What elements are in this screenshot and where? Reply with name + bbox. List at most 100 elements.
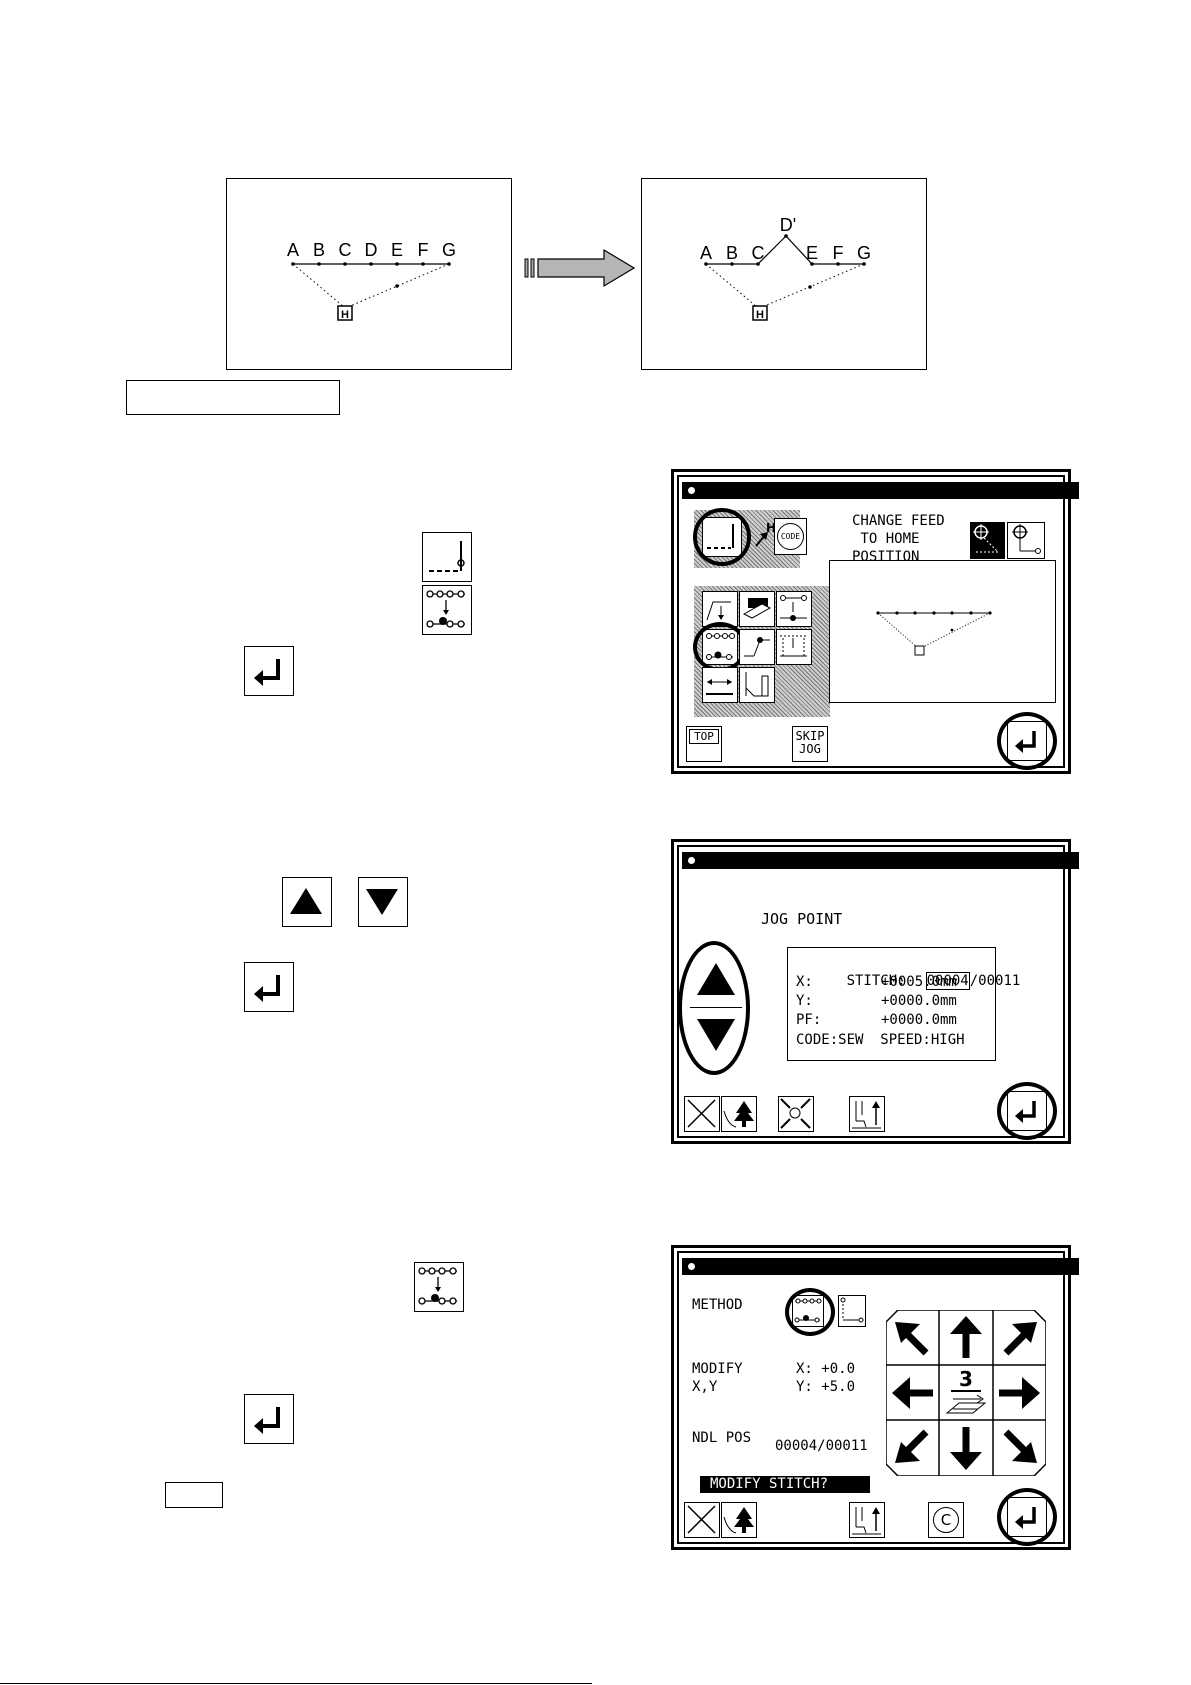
modify-stitch-icon-2 [414, 1262, 464, 1312]
x-value: +0005.0mm [881, 974, 957, 990]
letter-c: C [339, 240, 352, 260]
screen3-titlebar: MODIFY/MODIFY STITCH OK [682, 1258, 1079, 1291]
method-btn-3[interactable] [776, 591, 812, 627]
highlight-ring-enter-3 [997, 1488, 1057, 1546]
code-speed-line: CODE:SEW SPEED:HIGH [796, 1032, 965, 1048]
stitch-label: STITCH: [846, 973, 906, 989]
letter-d: D [365, 240, 378, 260]
letter-a: A [700, 243, 712, 263]
home-move-icon: H [752, 520, 774, 550]
top-button[interactable]: TOP [686, 726, 722, 762]
stitch-total: /00011 [969, 973, 1021, 989]
method-btn-8[interactable] [739, 667, 775, 703]
screen-point-set: MODIFY/MODIFY STITCH POINT SET JOG POINT… [671, 839, 1079, 1144]
screen3-title: MODIFY/MODIFY STITCH OK [737, 1275, 941, 1291]
enter-key-icon-2 [244, 962, 294, 1012]
letter-b: B [313, 240, 325, 260]
presser-up-button[interactable] [849, 1096, 885, 1132]
up-arrow-key-icon [282, 877, 332, 927]
move-down-right-button[interactable] [993, 1420, 1046, 1476]
y-label: Y: [796, 993, 813, 1009]
feed-mode-white-button[interactable] [1007, 522, 1045, 559]
method-btn-2[interactable] [739, 591, 775, 627]
caption-box [126, 380, 340, 415]
letter-g: G [857, 243, 871, 263]
cancel-button-3[interactable] [684, 1502, 720, 1538]
highlight-ring-enter-2 [997, 1082, 1057, 1140]
feed-mode-black-button[interactable] [970, 522, 1005, 559]
home-label: H [756, 309, 764, 321]
home-tag: H [766, 521, 774, 535]
letter-d-prime: D' [780, 215, 796, 235]
method-alt-button[interactable] [838, 1295, 866, 1327]
move-right-button[interactable] [993, 1365, 1046, 1420]
step-value: 3 [959, 1367, 973, 1391]
method-btn-6[interactable] [776, 629, 812, 665]
screen1-titlebar: MODIFY MODE [682, 482, 1079, 515]
x-label: X: [796, 974, 813, 990]
jog-point-label: JOG POINT [761, 910, 843, 928]
small-note-box [165, 1482, 223, 1508]
clear-button[interactable]: C [928, 1502, 964, 1538]
method-btn-5[interactable] [739, 629, 775, 665]
screen-modify-ok: MODIFY/MODIFY STITCH OK METHOD MODIFY X,… [671, 1245, 1079, 1550]
modify-xy-label: MODIFY X,Y [692, 1361, 743, 1395]
enter-key-icon-1 [244, 646, 294, 696]
move-down-left-button[interactable] [886, 1420, 939, 1476]
diagram-before-svg: A B C D E F G H [287, 240, 456, 321]
screen2-title: MODIFY/MODIFY STITCH POINT SET [737, 869, 1000, 885]
method-label: METHOD [692, 1297, 743, 1313]
letter-e: E [391, 240, 403, 260]
needle-position-icon [422, 532, 472, 582]
feed-text: CHANGE FEED TO HOME POSITION [852, 513, 945, 565]
diagram-before-panel: A B C D E F G H [226, 178, 512, 370]
skip-jog-label: SKIP JOG [795, 729, 825, 756]
highlight-ring-enter [997, 712, 1057, 770]
direction-pad: 3 [886, 1310, 1046, 1476]
down-arrow-key-icon [358, 877, 408, 927]
tree-view-button-3[interactable] [721, 1502, 757, 1538]
pf-value: +0000.0mm [881, 1012, 957, 1028]
cancel-button[interactable] [684, 1096, 720, 1132]
footer-rule [0, 1683, 592, 1684]
modify-stitch-prompt: MODIFY STITCH? [700, 1476, 870, 1493]
modify-stitch-icon [422, 585, 472, 635]
letter-e: E [806, 243, 818, 263]
y-value: +0000.0mm [881, 993, 957, 1009]
skip-jog-button[interactable]: SKIP JOG [792, 726, 828, 762]
presser-up-button-3[interactable] [849, 1502, 885, 1538]
code-button[interactable]: CODE [774, 518, 807, 555]
top-label: TOP [689, 729, 719, 744]
move-up-button[interactable] [939, 1310, 993, 1365]
pattern-preview [829, 560, 1056, 703]
modify-xy-values: X: +0.0 Y: +5.0 [796, 1361, 856, 1395]
enter-key-icon-3 [244, 1394, 294, 1444]
move-down-button[interactable] [939, 1420, 993, 1476]
letter-c: C [752, 243, 765, 263]
highlight-ring-needle [693, 508, 751, 566]
ndl-pos-value: 00004/00011 [775, 1438, 868, 1454]
letter-f: F [833, 243, 844, 263]
screen2-titlebar: MODIFY/MODIFY STITCH POINT SET [682, 852, 1079, 885]
letter-f: F [418, 240, 429, 260]
method-btn-7[interactable] [702, 667, 738, 703]
tree-view-button[interactable] [721, 1096, 757, 1132]
home-label: H [341, 309, 349, 321]
pf-label: PF: [796, 1012, 822, 1028]
highlight-ring-updown [678, 941, 750, 1075]
move-up-left-button[interactable] [886, 1310, 939, 1365]
zoom-center-button[interactable] [778, 1096, 814, 1132]
move-left-button[interactable] [886, 1365, 939, 1420]
diagram-after-svg: A B C D' E F G H [700, 215, 871, 321]
letter-g: G [442, 240, 456, 260]
move-up-right-button[interactable] [993, 1310, 1046, 1365]
clear-icon: C [933, 1507, 959, 1533]
stitch-info-box: STITCH: 00004/00011 X: +0005.0mm Y: +0000… [787, 947, 1020, 1061]
diagram-after-panel: A B C D' E F G H [641, 178, 927, 370]
stitch-current: 00004 [925, 972, 970, 990]
highlight-ring-method [785, 1288, 835, 1336]
step-size-indicator[interactable]: 3 [939, 1365, 993, 1420]
letter-b: B [726, 243, 738, 263]
ndl-pos-label: NDL POS [692, 1430, 752, 1446]
transition-arrow [524, 248, 636, 290]
